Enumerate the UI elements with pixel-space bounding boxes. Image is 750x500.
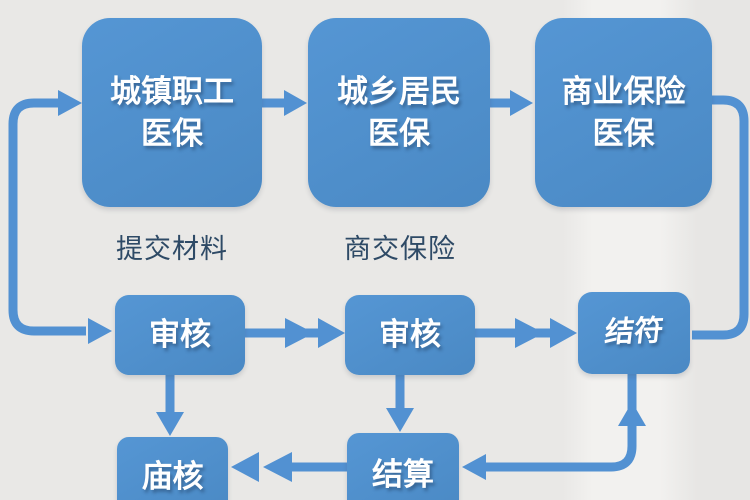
node-review-bottom: 庙核: [117, 437, 228, 500]
arrow-settlement-to-review: [231, 452, 347, 482]
caption-submit-materials: 提交材料: [116, 234, 228, 264]
arrow-box1-box2: [262, 90, 307, 116]
node-label: 审核: [149, 317, 211, 353]
node-review-1: 审核: [115, 295, 245, 375]
node-settlement: 结算: [347, 433, 459, 500]
arrow-review1-review2: [245, 318, 345, 348]
arrow-settlement-up-loop: [462, 374, 646, 480]
arrow-review2-down: [386, 375, 414, 432]
node-urban-rural-resident-medical-insurance: 城乡居民 医保: [308, 18, 490, 207]
caption-commercial-insurance: 商交保险: [344, 234, 456, 264]
node-review-2: 审核: [345, 295, 475, 375]
connector-right-loop: [692, 95, 749, 340]
arrow-left-loop: [8, 90, 112, 344]
node-label: 商业保险 医保: [561, 73, 686, 151]
node-urban-employee-medical-insurance: 城镇职工 医保: [82, 18, 262, 207]
node-settlement-right: 结符: [578, 292, 690, 374]
node-label: 城镇职工 医保: [110, 73, 234, 151]
node-label: 庙核: [141, 459, 204, 495]
node-label: 结算: [372, 457, 434, 493]
node-label: 审核: [379, 317, 441, 353]
arrow-review1-down: [156, 375, 184, 436]
node-commercial-insurance-medical-insurance: 商业保险 医保: [535, 18, 712, 207]
arrow-box2-box3: [490, 90, 533, 116]
node-label: 城乡居民 医保: [337, 73, 461, 151]
arrow-review2-settlement: [475, 318, 577, 348]
node-label: 结符: [603, 315, 665, 350]
